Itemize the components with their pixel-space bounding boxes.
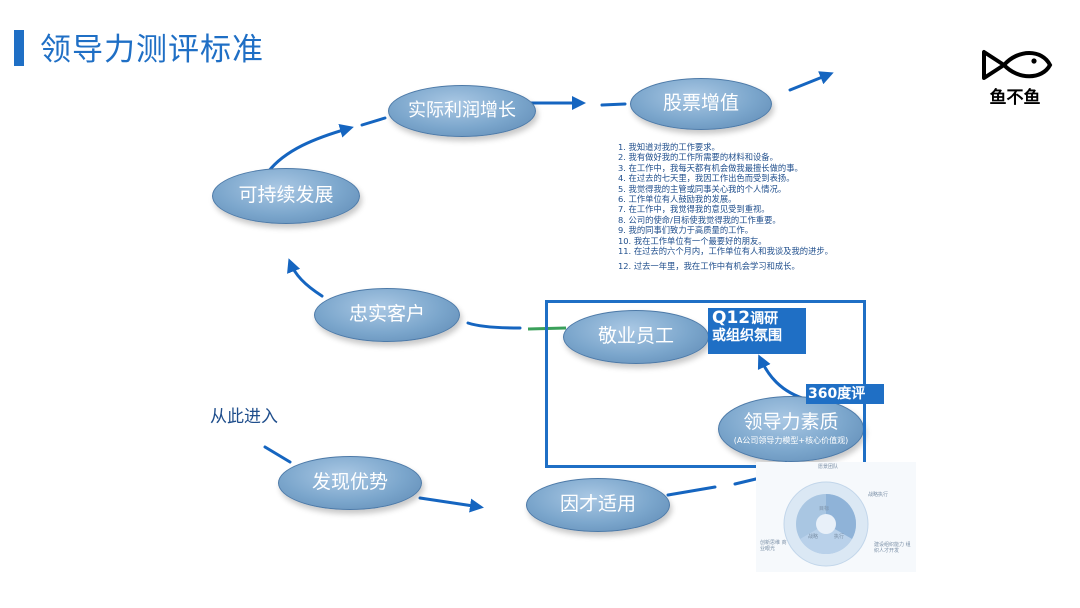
question-item: 9. 我的同事们致力于高质量的工作。 xyxy=(618,225,754,236)
arrow-discover-to-fit xyxy=(418,496,484,513)
node-actual-profit-label: 实际利润增长 xyxy=(408,99,516,121)
node-sustainable-development: 可持续发展 xyxy=(212,168,360,224)
arrow-sustainable-to-profit xyxy=(266,124,354,174)
node-sustainable-label: 可持续发展 xyxy=(238,184,334,207)
question-item: 4. 在过去的七天里，我因工作出色而受到表扬。 xyxy=(618,173,795,184)
line-engaged-to-loyal xyxy=(466,321,522,330)
question-item: 10. 我在工作单位有一个最要好的朋友。 xyxy=(618,235,767,246)
q12-survey-tag: Q12调研 或组织氛围 xyxy=(708,308,806,354)
question-item: 7. 在工作中，我觉得我的意见受到重视。 xyxy=(618,204,770,215)
node-fit-label: 因才适用 xyxy=(559,493,636,516)
node-discover-label: 发现优势 xyxy=(311,471,388,494)
thumb-label: 建设组织能力 组织人才开发 xyxy=(874,542,911,554)
thumb-label: 战略执行 xyxy=(868,492,889,498)
arrow-profit-line xyxy=(360,116,387,127)
entry-label: 从此进入 xyxy=(210,407,278,427)
question-item: 3. 在工作中，我每天都有机会做我最擅长做的事。 xyxy=(618,162,803,173)
page-title: 领导力测评标准 xyxy=(40,32,264,68)
node-discover-strengths: 发现优势 xyxy=(278,456,422,510)
logo: 鱼不鱼 xyxy=(974,46,1056,112)
arrow-stock-out xyxy=(788,71,834,92)
arrow-entry-to-discover xyxy=(263,445,292,464)
node-stock-value: 股票增值 xyxy=(630,78,772,130)
thumb-label: 创新思维 商业眼光 xyxy=(760,540,787,552)
fish-icon xyxy=(982,50,1053,80)
thumb-label: 愿景团队 xyxy=(818,464,839,470)
model-circle-graphic xyxy=(783,481,869,567)
node-actual-profit: 实际利润增长 xyxy=(388,85,536,137)
node-leadership-quality: 领导力素质 (A公司领导力模型+核心价值观) xyxy=(718,396,864,462)
arrow-fit-to-thumb xyxy=(666,485,717,497)
node-engaged-staff-label: 敬业员工 xyxy=(597,325,674,348)
question-item: 11. 在过去的六个月内，工作单位有人和我谈及我的进步。 xyxy=(618,246,833,257)
node-leadership-label: 领导力素质 xyxy=(743,411,839,434)
node-stock-value-label: 股票增值 xyxy=(662,92,739,115)
title-accent-bar xyxy=(14,30,24,66)
q12-tag-rest: 调研 xyxy=(750,311,779,327)
thumb-label: 战略 xyxy=(808,534,819,540)
thumb-label: 执行 xyxy=(834,534,845,540)
node-loyal-customers-label: 忠实客户 xyxy=(348,303,425,326)
eval-360-tag: 360度评 xyxy=(806,384,884,404)
q12-tag-big: Q12 xyxy=(712,308,751,328)
logo-text: 鱼不鱼 xyxy=(989,88,1041,108)
node-leadership-sublabel: (A公司领导力模型+核心价值观) xyxy=(733,436,849,446)
question-item: 8. 公司的使命/目标使我觉得我的工作重要。 xyxy=(618,214,781,225)
thumb-label: 目标 xyxy=(819,506,830,512)
question-item: 6. 工作单位有人鼓励我的发展。 xyxy=(618,194,737,205)
arrow-loyal-to-sustainable xyxy=(287,258,324,298)
q12-question-list: 1. 我知道对我的工作要求。 2. 我有做好我的工作所需要的材料和设备。 3. … xyxy=(618,142,918,272)
question-item: 5. 我觉得我的主管或同事关心我的个人情况。 xyxy=(618,183,787,194)
node-loyal-customers: 忠实客户 xyxy=(314,288,460,342)
node-talent-fit: 因才适用 xyxy=(526,478,670,532)
question-item: 1. 我知道对我的工作要求。 xyxy=(618,142,720,152)
arrow-stock-pre xyxy=(600,102,627,107)
q12-tag-line2: 或组织氛围 xyxy=(712,328,782,344)
question-item: 2. 我有做好我的工作所需要的材料和设备。 xyxy=(618,152,778,163)
leadership-model-thumbnail: 愿景团队 目标 战略 执行 战略执行 创新思维 商业眼光 建设组织能力 组织人才… xyxy=(756,462,916,572)
arrow-fit-to-thumb-2 xyxy=(733,476,762,486)
question-item: 12. 过去一年里，我在工作中有机会学习和成长。 xyxy=(618,261,800,272)
node-engaged-staff: 敬业员工 xyxy=(563,310,709,364)
